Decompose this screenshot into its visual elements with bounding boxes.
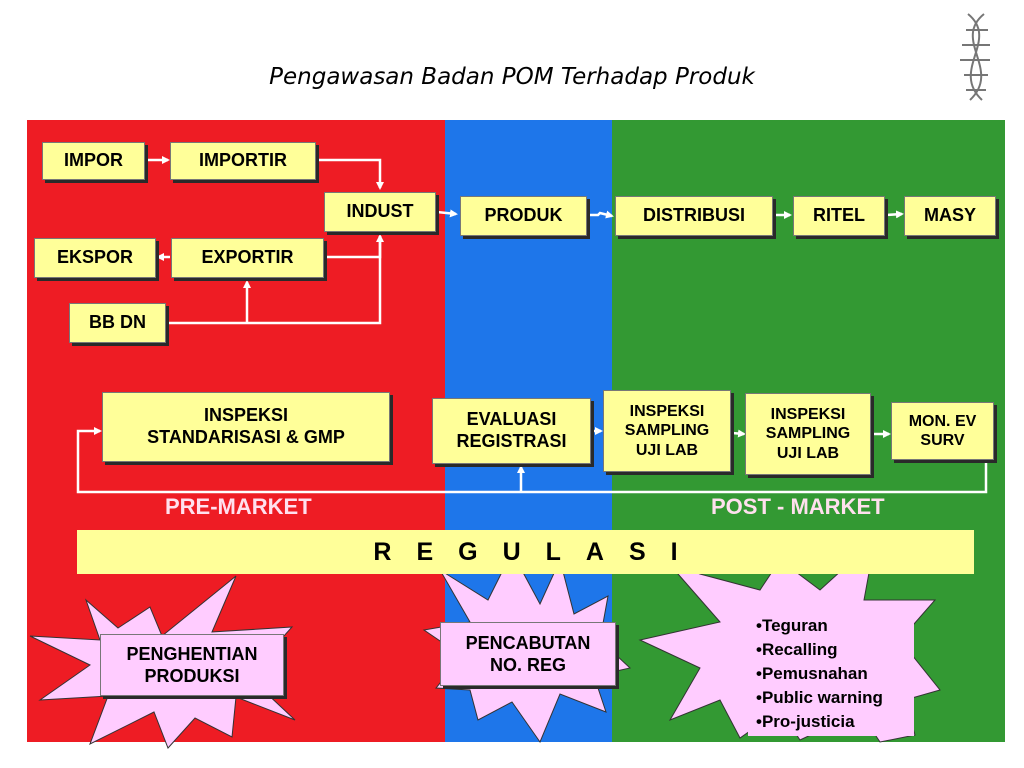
evaluasi-line-2: REGISTRASI [456, 431, 567, 451]
pencabutan-line-1: PENCABUTAN [465, 632, 591, 653]
action-item: •Public warning [756, 688, 883, 707]
ekspor-box: EKSPOR [34, 238, 156, 278]
sampling1-line-2: SAMPLING [624, 422, 710, 440]
inspeksi-standarisasi-box: INSPEKSI STANDARISASI & GMP [102, 392, 390, 462]
post-market-label: POST - MARKET [711, 494, 885, 519]
page-title: Pengawasan Badan POM Terhadap Produk [269, 64, 755, 90]
mon-ev-surv-box: MON. EV SURV [891, 402, 994, 460]
sanction-actions-list: •Teguran •Recalling •Pemusnahan •Public … [748, 612, 914, 736]
inspeksi-sampling-box-2: INSPEKSI SAMPLING UJI LAB [745, 393, 871, 475]
distribusi-box: DISTRIBUSI [615, 196, 773, 236]
ritel-box: RITEL [793, 196, 885, 236]
regulasi-label: REGULASI [373, 538, 703, 566]
mon-ev-line-2: SURV [920, 432, 965, 449]
penghentian-line-2: PRODUKSI [144, 666, 240, 686]
action-item: •Pro-justicia [756, 712, 855, 731]
sampling2-line-1: INSPEKSI [770, 406, 846, 424]
sampling2-line-3: UJI LAB [776, 444, 840, 462]
indust-box: INDUST [324, 192, 436, 232]
pencabutan-no-reg-box: PENCABUTAN NO. REG [440, 622, 616, 686]
pencabutan-line-2: NO. REG [489, 655, 566, 675]
masy-box: MASY [904, 196, 996, 236]
inspeksi-std-line-2: STANDARISASI & GMP [147, 427, 345, 447]
dna-helix-icon [960, 13, 990, 101]
regulasi-bar: REGULASI [77, 530, 974, 574]
sampling2-line-2: SAMPLING [765, 425, 851, 443]
sampling1-line-1: INSPEKSI [629, 403, 705, 421]
inspeksi-std-line-1: INSPEKSI [203, 405, 289, 426]
penghentian-produksi-box: PENGHENTIAN PRODUKSI [100, 634, 284, 696]
evaluasi-line-1: EVALUASI [466, 409, 557, 430]
pre-market-label: PRE-MARKET [165, 494, 312, 519]
exportir-box: EXPORTIR [171, 238, 324, 278]
penghentian-line-1: PENGHENTIAN [126, 643, 258, 664]
action-item: •Pemusnahan [756, 664, 868, 683]
bb-dn-box: BB DN [69, 303, 166, 343]
inspeksi-sampling-box-1: INSPEKSI SAMPLING UJI LAB [603, 390, 731, 472]
importir-box: IMPORTIR [170, 142, 316, 180]
action-item: •Recalling [756, 640, 838, 659]
mon-ev-line-1: MON. EV [908, 412, 977, 430]
produk-box: PRODUK [460, 196, 587, 236]
sampling1-line-3: UJI LAB [635, 441, 699, 459]
action-item: •Teguran [756, 616, 828, 635]
impor-box: IMPOR [42, 142, 145, 180]
evaluasi-registrasi-box: EVALUASI REGISTRASI [432, 398, 591, 464]
